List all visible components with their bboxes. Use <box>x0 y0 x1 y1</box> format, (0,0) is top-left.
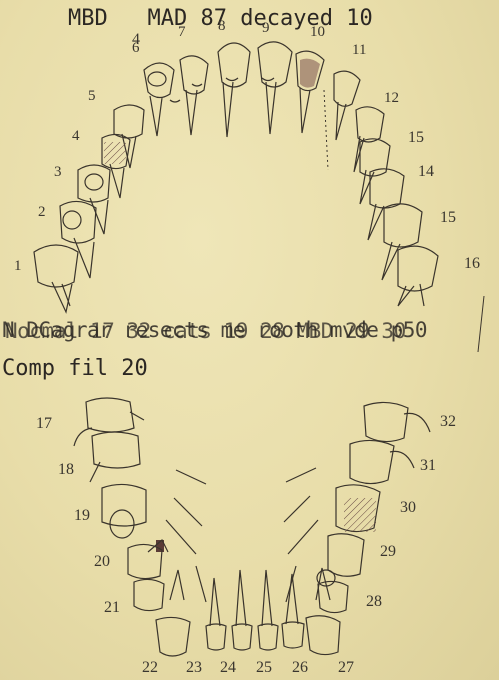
lower-number-20: 20 <box>94 553 110 570</box>
lower-number-29: 29 <box>380 543 396 560</box>
upper-number-16: 16 <box>464 255 480 272</box>
lower-number-21: 21 <box>104 599 120 616</box>
pencil-mark <box>478 296 484 352</box>
lower-number-22: 22 <box>142 659 158 676</box>
lower-tooth-25 <box>258 570 278 650</box>
lower-tooth-19 <box>102 484 146 526</box>
upper-tooth-1 <box>34 245 78 312</box>
lower-tooth-21 <box>134 579 164 610</box>
lower-number-26: 26 <box>292 659 308 676</box>
upper-number-2: 2 <box>38 204 46 220</box>
lower-number-23: 23 <box>186 659 202 676</box>
upper-number-8: 8 <box>218 18 226 34</box>
lower-tooth-26 <box>282 574 304 648</box>
lower-tooth-24 <box>232 570 252 650</box>
upper-tooth-3 <box>78 165 110 234</box>
upper-arch-numbers: 1 2 3 4 5 6 7 8 9 10 11 12 15 14 15 16 4 <box>14 18 480 274</box>
lower-tooth-17 <box>74 398 144 446</box>
upper-tooth-7 <box>180 56 208 135</box>
lower-arch <box>74 398 430 656</box>
upper-tooth-2-filling <box>63 211 81 229</box>
lower-tooth-28 <box>318 581 348 612</box>
upper-number-4: 4 <box>72 128 80 144</box>
upper-tooth-6 <box>144 63 174 136</box>
upper-tooth-15b <box>382 204 422 280</box>
lower-number-28: 28 <box>366 593 382 610</box>
upper-number-15b: 15 <box>440 209 456 226</box>
upper-tooth-11 <box>334 71 360 140</box>
upper-number-5: 5 <box>88 88 96 104</box>
lower-tooth-23 <box>206 578 226 650</box>
lower-tooth-18 <box>90 432 140 482</box>
upper-number-9: 9 <box>262 20 270 36</box>
lower-number-18: 18 <box>58 461 74 478</box>
upper-tooth-3-filling <box>85 174 103 190</box>
upper-number-3: 3 <box>54 164 62 180</box>
lower-number-17: 17 <box>36 415 52 432</box>
lower-number-27: 27 <box>338 659 354 676</box>
upper-tooth-9 <box>258 42 292 134</box>
upper-tooth-4-hatch <box>104 142 126 164</box>
lower-tooth-31 <box>350 440 414 483</box>
upper-number-11: 11 <box>352 42 366 58</box>
upper-number-7: 7 <box>178 24 186 40</box>
upper-tooth-8 <box>218 43 250 137</box>
lower-number-30: 30 <box>400 499 416 516</box>
upper-number-14: 14 <box>418 163 434 180</box>
upper-arch <box>34 42 438 312</box>
lower-tooth-30-hatch <box>344 498 376 532</box>
upper-number-15a: 15 <box>408 129 424 146</box>
lower-number-24: 24 <box>220 659 236 676</box>
lower-number-32: 32 <box>440 413 456 430</box>
upper-number-10: 10 <box>310 24 325 40</box>
lower-number-31: 31 <box>420 457 436 474</box>
lower-tooth-19-filling <box>110 510 134 538</box>
upper-number-12: 12 <box>384 90 399 106</box>
upper-tooth-16 <box>398 246 438 306</box>
upper-stray-mark: 4 <box>132 31 140 48</box>
lower-number-25: 25 <box>256 659 272 676</box>
upper-tooth-15a <box>360 139 390 204</box>
upper-number-1: 1 <box>14 258 22 274</box>
lower-tooth-32 <box>364 402 430 441</box>
lower-tooth-29 <box>328 534 364 577</box>
lower-number-19: 19 <box>74 507 90 524</box>
upper-tooth-6-filling <box>148 72 166 86</box>
